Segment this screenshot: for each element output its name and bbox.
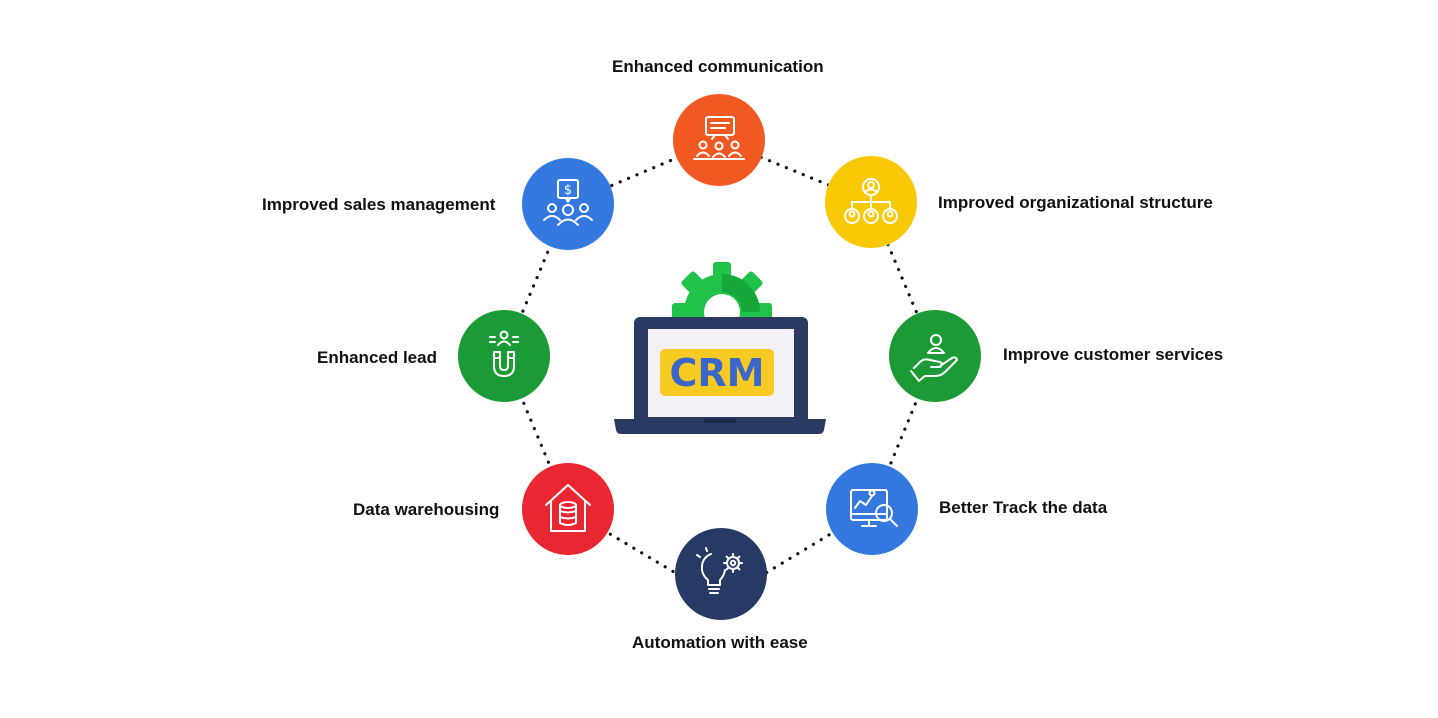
crm-laptop-illustration: CRM bbox=[614, 262, 826, 434]
meeting-presentation-icon bbox=[693, 116, 745, 160]
sales-team-icon: $ bbox=[543, 179, 593, 226]
svg-text:$: $ bbox=[564, 183, 572, 198]
label-sales-management: Improved sales management bbox=[262, 195, 496, 214]
house-database-icon bbox=[545, 484, 591, 532]
node-automation bbox=[675, 528, 767, 620]
label-track-data: Better Track the data bbox=[939, 498, 1108, 517]
crm-badge bbox=[660, 349, 774, 396]
node-enhanced-communication bbox=[673, 94, 765, 186]
node-track-data bbox=[826, 463, 918, 555]
hand-person-icon bbox=[910, 334, 958, 382]
node-sales-management: $ bbox=[522, 158, 614, 250]
magnet-person-icon bbox=[489, 330, 519, 377]
label-automation: Automation with ease bbox=[632, 633, 808, 652]
node-enhanced-lead bbox=[458, 310, 550, 402]
monitor-magnifier-icon bbox=[850, 489, 898, 527]
label-organizational-structure: Improved organizational structure bbox=[938, 193, 1213, 212]
label-enhanced-communication: Enhanced communication bbox=[612, 57, 824, 76]
crm-logo-text: CRM bbox=[670, 351, 765, 395]
label-enhanced-lead: Enhanced lead bbox=[317, 348, 437, 367]
bulb-gear-icon bbox=[696, 547, 743, 594]
node-data-warehousing bbox=[522, 463, 614, 555]
label-data-warehousing: Data warehousing bbox=[353, 500, 500, 519]
label-customer-services: Improve customer services bbox=[1003, 345, 1224, 364]
node-customer-services bbox=[889, 310, 981, 402]
node-organizational-structure bbox=[825, 156, 917, 248]
org-chart-icon bbox=[844, 178, 898, 224]
